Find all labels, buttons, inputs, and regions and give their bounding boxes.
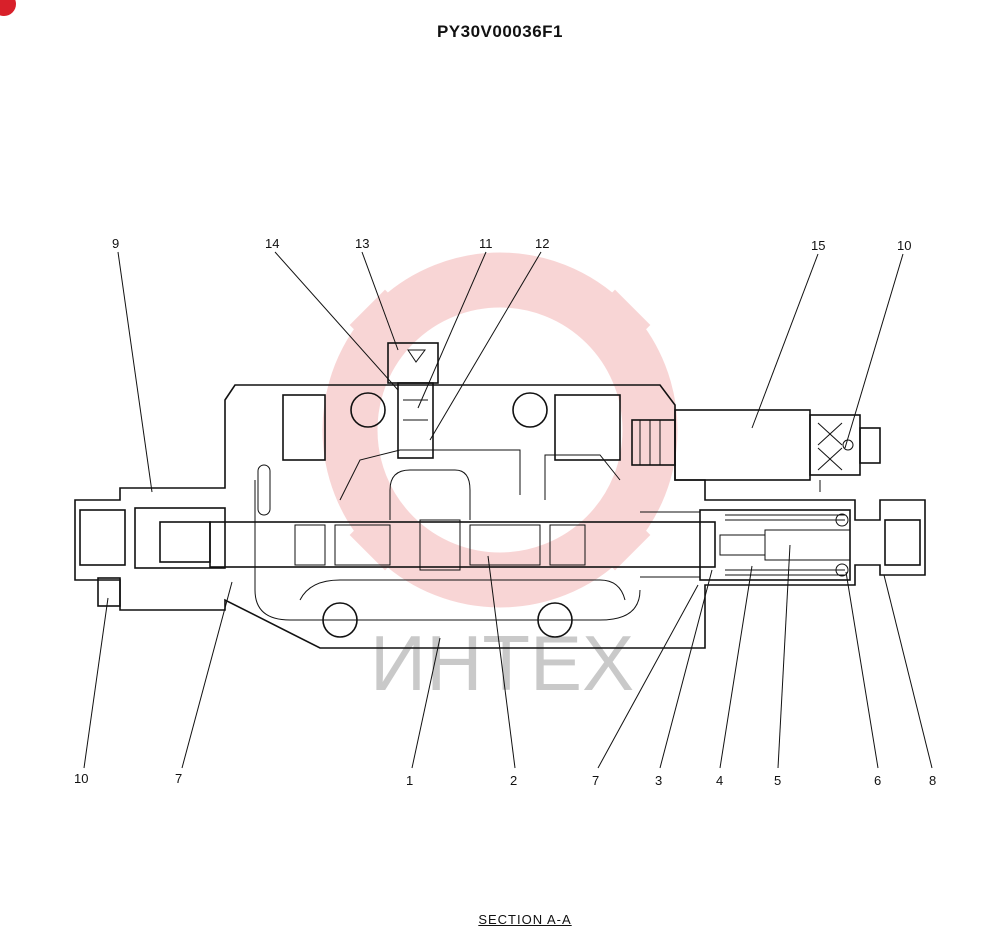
callout-12: 12	[535, 236, 549, 251]
callout-10-bottom: 10	[74, 771, 88, 786]
callout-5: 5	[774, 773, 781, 788]
callout-8: 8	[929, 773, 936, 788]
end-cap	[79, 509, 126, 566]
bolt-hole	[512, 392, 548, 428]
callout-7-left: 7	[175, 771, 182, 786]
solenoid	[631, 409, 881, 492]
leader-lines	[83, 251, 933, 769]
watermark-gear-icon	[322, 252, 678, 608]
drawing-code: PY30V00036F1	[436, 22, 564, 41]
callout-3: 3	[655, 773, 662, 788]
callout-13: 13	[355, 236, 369, 251]
bolt-hole	[322, 602, 358, 638]
end-cap	[884, 519, 921, 566]
callout-2: 2	[510, 773, 517, 788]
callout-10-top: 10	[897, 238, 911, 253]
callout-1: 1	[406, 773, 413, 788]
spool	[134, 507, 716, 578]
bolt-hole	[537, 602, 573, 638]
port-plug	[554, 394, 621, 461]
callout-14: 14	[265, 236, 279, 251]
end-plug	[97, 577, 121, 607]
callout-11: 11	[479, 236, 493, 251]
corner-logo-mark	[0, 0, 16, 16]
spring-assembly	[699, 509, 851, 581]
valve-body	[74, 384, 926, 649]
callout-6: 6	[874, 773, 881, 788]
callout-9-top: 9	[112, 236, 119, 251]
bolt-hole	[350, 392, 386, 428]
section-label: SECTION A-A	[478, 912, 572, 927]
callout-7-right: 7	[592, 773, 599, 788]
callout-4: 4	[716, 773, 723, 788]
port-plug	[282, 394, 326, 461]
callout-15: 15	[811, 238, 825, 253]
